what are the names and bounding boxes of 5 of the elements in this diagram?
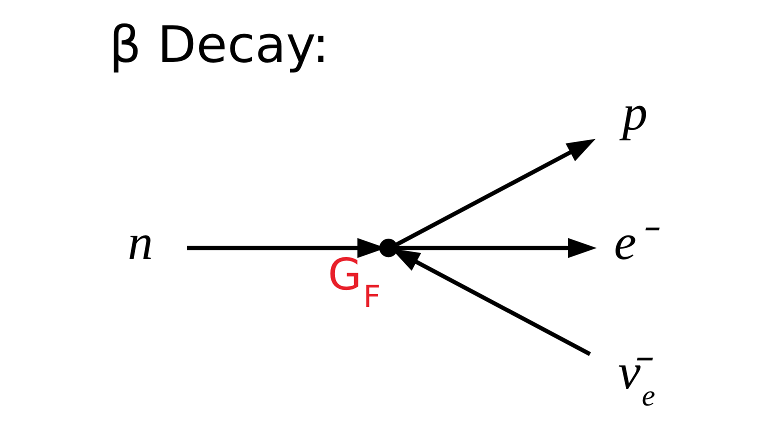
node-label: G$_{F}$ bbox=[327, 250, 380, 316]
node-text: n bbox=[127, 214, 152, 270]
diagram-title: β Decay: bbox=[108, 15, 329, 74]
node-text: p bbox=[622, 84, 648, 140]
node-text: ν̄$_{e}$ bbox=[618, 343, 655, 412]
